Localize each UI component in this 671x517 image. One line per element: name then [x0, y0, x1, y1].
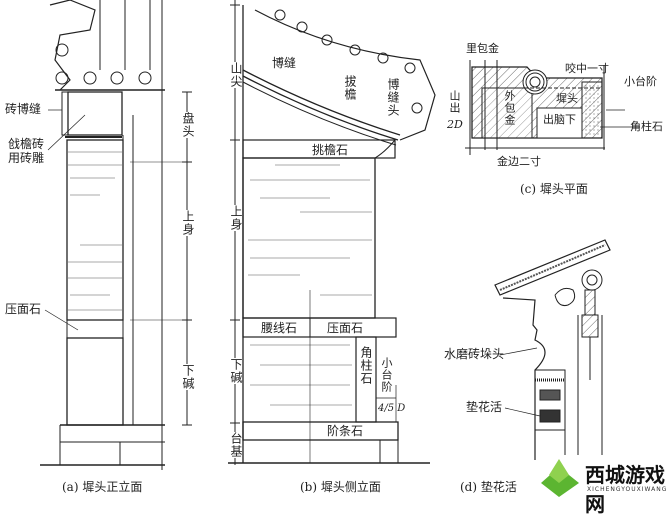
label-jietiaoshi: 阶条石: [327, 424, 364, 438]
panel-c-plan: [465, 60, 640, 155]
label-yaozhong: 咬中一寸: [565, 62, 609, 75]
label-qiangyan-2: 用砖雕: [8, 151, 45, 165]
label-dianhua: 垫花活: [466, 400, 503, 414]
label-jinbian: 金边二寸: [497, 155, 541, 168]
panel-d-detail: [494, 239, 611, 470]
caption-d: (d) 垫花活: [460, 478, 517, 495]
label-jiaozhushi-b: 角柱石: [359, 346, 373, 385]
dim-shangshen-b: 上身: [229, 205, 243, 231]
label-shuimo: 水磨砖垛头: [444, 347, 505, 361]
watermark-subtitle: XICHENGYOUXIWANG: [587, 486, 668, 493]
dim-taiji: 台基: [229, 432, 243, 458]
dim-xiajian-b: 下碱: [229, 358, 243, 384]
label-bayan: 拔檐: [343, 75, 357, 101]
label-yaoxianshi: 腰线石: [261, 321, 298, 335]
label-chitou: 墀头: [556, 92, 578, 105]
label-brick-bofeng: 砖博缝: [5, 102, 42, 116]
label-waibaojin: 外包金: [503, 90, 516, 126]
label-tiaoyanshi: 挑檐石: [312, 143, 349, 157]
label-shanchu-val: 2D: [447, 118, 463, 131]
label-xiaotaijie-b: 小台阶: [380, 357, 393, 393]
caption-a: (a) 墀头正立面: [62, 480, 143, 494]
label-chunaoxia: 出脑下: [543, 113, 576, 126]
caption-b: (b) 墀头侧立面: [300, 480, 381, 494]
label-libaojin: 里包金: [466, 42, 499, 55]
label-jiaozhushi-c: 角柱石: [630, 120, 663, 133]
label-bofengtou: 博缝头: [386, 78, 400, 117]
label-shanchu: 山出: [448, 90, 461, 114]
dim-pantou: 盘头: [181, 112, 195, 138]
watermark: 西城游戏网 XICHENGYOUXIWANG: [537, 455, 671, 516]
panel-b-side-elevation: [228, 0, 436, 465]
label-fraction: 4/5 D: [378, 403, 406, 414]
label-xiaotaijie-c: 小台阶: [624, 75, 657, 88]
watermark-logo-icon: [541, 459, 579, 497]
label-yamianshi-b: 压面石: [327, 321, 364, 335]
label-bofeng: 博缝: [272, 56, 297, 70]
label-qiangyan-1: 戗檐砖: [8, 137, 45, 151]
dim-shanjian: 山尖: [229, 62, 243, 88]
caption-c: (c) 墀头平面: [520, 182, 588, 196]
dim-xiajian-a: 下碱: [181, 364, 195, 390]
dim-shangshen-a: 上身: [181, 210, 195, 236]
panel-a-elevation: [40, 0, 192, 470]
label-yamianshi-a: 压面石: [5, 302, 42, 316]
